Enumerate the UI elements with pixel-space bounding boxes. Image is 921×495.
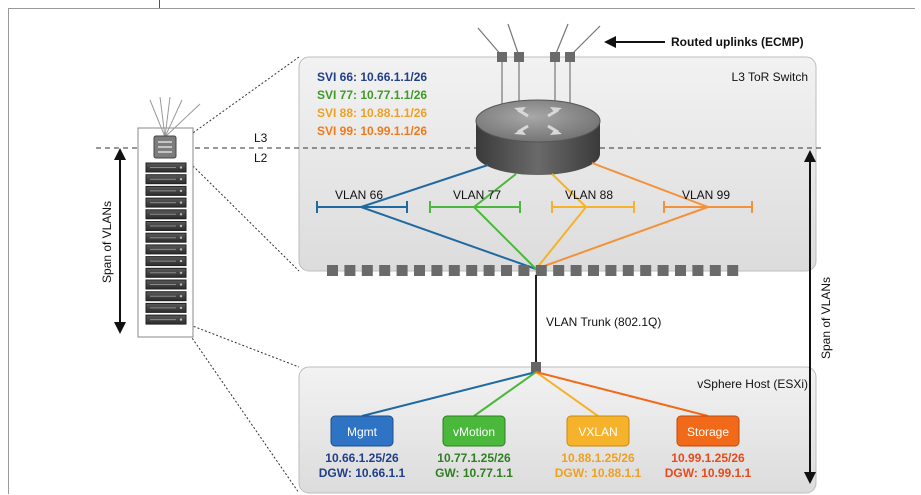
switch-port xyxy=(535,265,547,276)
svi-99: SVI 99: 10.99.1.1/26 xyxy=(317,124,427,138)
switch-port xyxy=(396,265,408,276)
switch-port xyxy=(675,265,686,276)
rack-server xyxy=(145,291,187,302)
rack-server xyxy=(145,221,187,231)
vsphere-host-title: vSphere Host (ESXi) xyxy=(697,377,808,391)
vlan-links xyxy=(360,162,709,270)
switch-port xyxy=(605,265,617,276)
rack-server xyxy=(145,162,187,173)
switch-ports xyxy=(327,265,739,276)
left-span-label: Span of VLANs xyxy=(100,201,114,283)
portgroup-vmotion-ip: 10.77.1.25/26 xyxy=(437,451,511,465)
portgroup-mgmt-gw: DGW: 10.66.1.1 xyxy=(319,466,406,480)
switch-port xyxy=(361,265,373,276)
switch-port xyxy=(518,265,530,276)
vlan-88-label: VLAN 88 xyxy=(565,188,613,202)
zoom-lines xyxy=(189,56,300,494)
portgroup-storage: Storage 10.99.1.25/26 DGW: 10.99.1.1 xyxy=(665,415,752,480)
router-icon xyxy=(475,99,601,175)
portgroup-storage-name: Storage xyxy=(687,425,729,439)
rack-uplink-cables xyxy=(149,96,201,138)
l3-label: L3 xyxy=(254,131,268,145)
svi-77: SVI 77: 10.77.1.1/26 xyxy=(317,88,427,102)
portgroups: Mgmt 10.66.1.25/26 DGW: 10.66.1.1 vMotio… xyxy=(319,415,752,480)
portgroup-mgmt: Mgmt 10.66.1.25/26 DGW: 10.66.1.1 xyxy=(319,415,406,480)
vlan-labels: VLAN 66 VLAN 77 VLAN 88 VLAN 99 xyxy=(335,188,730,202)
switch-port xyxy=(640,265,652,276)
portgroup-vmotion: vMotion 10.77.1.25/26 GW: 10.77.1.1 xyxy=(435,415,513,480)
portgroup-vmotion-name: vMotion xyxy=(453,425,495,439)
vlan-77-label: VLAN 77 xyxy=(453,188,501,202)
rack-server xyxy=(145,197,187,208)
right-span-label: Span of VLANs xyxy=(819,277,833,359)
portgroup-links xyxy=(361,371,709,417)
l2-label: L2 xyxy=(254,151,268,165)
switch-port xyxy=(709,265,721,276)
portgroup-vxlan: VXLAN 10.88.1.25/26 DGW: 10.88.1.1 xyxy=(555,415,642,480)
switch-port xyxy=(501,265,512,276)
switch-port xyxy=(466,265,478,276)
portgroup-vmotion-gw: GW: 10.77.1.1 xyxy=(435,466,513,480)
tor-switch-icon xyxy=(153,135,177,159)
portgroup-storage-ip: 10.99.1.25/26 xyxy=(671,451,745,465)
svi-88: SVI 88: 10.88.1.1/26 xyxy=(317,106,427,120)
switch-port xyxy=(344,265,356,276)
switch-port xyxy=(692,265,704,276)
rack-server xyxy=(145,302,187,313)
vlan-99-label: VLAN 99 xyxy=(682,188,730,202)
portgroup-vxlan-ip: 10.88.1.25/26 xyxy=(561,451,635,465)
switch-port xyxy=(379,265,391,276)
portgroup-mgmt-ip: 10.66.1.25/26 xyxy=(325,451,399,465)
tor-switch-title: L3 ToR Switch xyxy=(732,70,808,84)
rack-server xyxy=(145,279,187,290)
switch-port xyxy=(327,265,338,276)
rack-servers xyxy=(145,162,187,325)
rack-server xyxy=(145,174,187,185)
switch-port xyxy=(483,265,495,276)
vlan-66-label: VLAN 66 xyxy=(335,188,383,202)
switch-port xyxy=(588,265,599,276)
svi-list: SVI 66: 10.66.1.1/26 SVI 77: 10.77.1.1/2… xyxy=(317,70,427,138)
rack-server xyxy=(145,185,187,196)
vlan-bars xyxy=(316,201,753,213)
portgroup-vxlan-gw: DGW: 10.88.1.1 xyxy=(555,466,642,480)
svi-66: SVI 66: 10.66.1.1/26 xyxy=(317,70,427,84)
switch-port xyxy=(553,265,565,276)
right-span-arrow xyxy=(804,150,816,484)
uplink-cables xyxy=(477,23,601,106)
uplink-ports xyxy=(497,52,575,62)
rack-server xyxy=(145,209,187,220)
rack-server xyxy=(145,232,187,243)
switch-port xyxy=(448,265,460,276)
switch-port xyxy=(657,265,669,276)
routed-uplinks-label: Routed uplinks (ECMP) xyxy=(671,35,804,49)
rack-server xyxy=(145,267,187,278)
diagram-frame xyxy=(8,8,915,494)
vlan-trunk-label: VLAN Trunk (802.1Q) xyxy=(546,315,661,329)
switch-port xyxy=(570,265,582,276)
rack-server xyxy=(145,314,187,325)
portgroup-vxlan-name: VXLAN xyxy=(578,425,617,439)
switch-port xyxy=(622,265,634,276)
portgroup-storage-gw: DGW: 10.99.1.1 xyxy=(665,466,752,480)
rack-server xyxy=(145,244,187,255)
portgroup-mgmt-name: Mgmt xyxy=(347,425,378,439)
switch-port xyxy=(414,265,425,276)
left-span-arrow xyxy=(114,148,126,334)
switch-port xyxy=(431,265,443,276)
host-port xyxy=(531,362,541,372)
server-rack xyxy=(137,96,201,338)
rack-server xyxy=(145,256,187,267)
top-tick-mark xyxy=(159,0,160,9)
uplinks-arrow xyxy=(604,36,665,48)
switch-port xyxy=(727,265,739,276)
